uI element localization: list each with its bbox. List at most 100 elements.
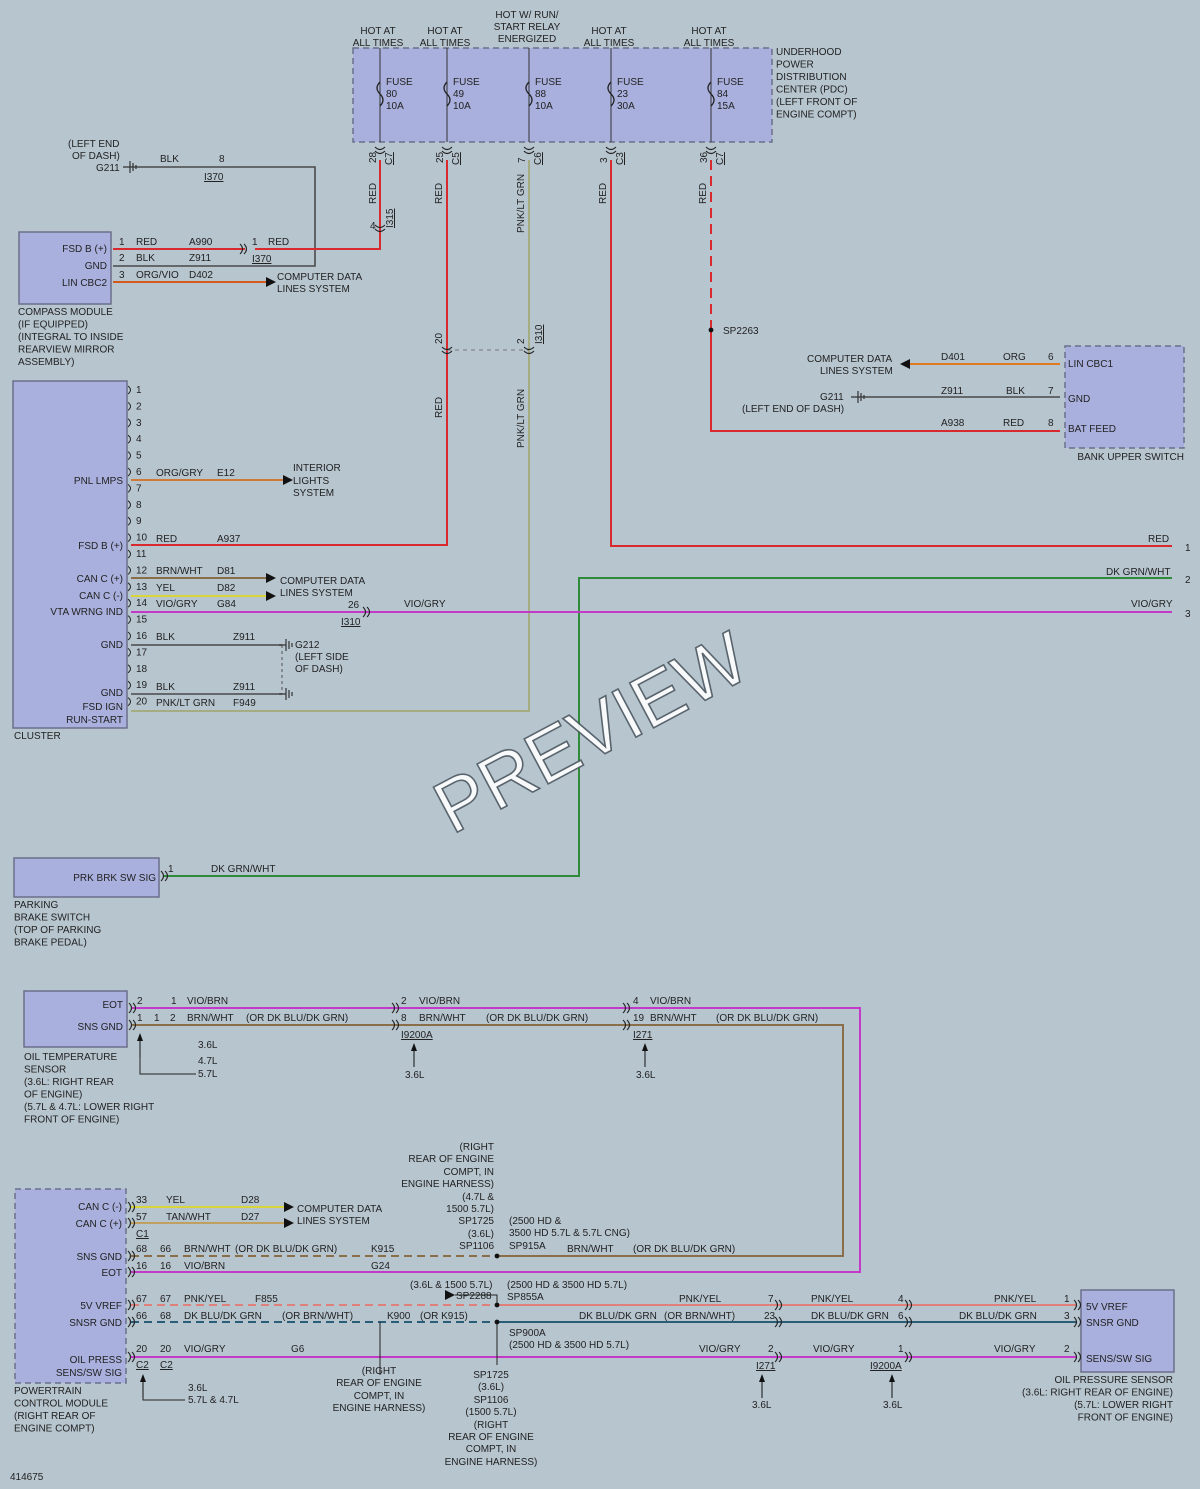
label-dbA23: 23 bbox=[764, 1311, 776, 1322]
label-sp36b: (2500 HD & 3500 HD 5.7L) bbox=[507, 1280, 627, 1291]
cluster-pin-number: 11 bbox=[136, 549, 147, 560]
label-dgE: DK GRN/WHT bbox=[1106, 567, 1170, 578]
oil-pressure-sensor-box bbox=[1080, 1289, 1175, 1373]
label-ot1a: 1 bbox=[171, 996, 177, 1007]
bank-upper-switch-box bbox=[1064, 345, 1185, 449]
label-sb4: (1500 5.7L) bbox=[465, 1407, 516, 1418]
connector-icon bbox=[127, 516, 131, 526]
label-p16b: 16 bbox=[160, 1261, 172, 1272]
wire-red bbox=[610, 160, 1172, 547]
label-cdls3b: LINES SYSTEM bbox=[280, 588, 353, 599]
oil-temp-label: SENSOR bbox=[24, 1065, 66, 1076]
label-dbAo: (OR BRN/WHT) bbox=[664, 1311, 735, 1322]
oil-press-label: OIL PRESSURE SENSOR bbox=[1054, 1375, 1173, 1386]
cluster-pin-name: CAN C (+) bbox=[77, 574, 123, 585]
connector-icon bbox=[127, 467, 131, 477]
label-sp855a: SP855A bbox=[507, 1292, 544, 1303]
connector-icon bbox=[523, 146, 535, 155]
arrow-icon bbox=[266, 591, 276, 601]
label-p16v: VIO/BRN bbox=[184, 1261, 225, 1272]
fuse-label: 10A bbox=[386, 101, 404, 112]
label-sp915o: (OR DK BLU/DK GRN) bbox=[633, 1244, 735, 1255]
compass-pin-name: FSD B (+) bbox=[62, 244, 107, 255]
label-p8: 8 bbox=[1048, 418, 1054, 429]
label-d28: D28 bbox=[241, 1195, 260, 1206]
fuse-icon bbox=[525, 81, 533, 107]
oil-temp-label: (3.6L: RIGHT REAR bbox=[24, 1077, 114, 1088]
oil-temp-sensor-box bbox=[23, 990, 128, 1048]
arrow-icon bbox=[642, 1043, 648, 1051]
wire-red bbox=[255, 160, 381, 250]
cluster-pin-name: VTA WRNG IND bbox=[50, 607, 123, 618]
connector-icon bbox=[127, 631, 131, 641]
fuse-label: 84 bbox=[717, 89, 729, 100]
cluster-pin-name: CAN C (-) bbox=[79, 591, 123, 602]
label-pnk7: PNK/LT GRN bbox=[516, 174, 527, 233]
label-sp12: SP915A bbox=[509, 1241, 546, 1252]
label-vgB: VIO/GRY bbox=[813, 1344, 855, 1355]
cluster-pin-number: 14 bbox=[136, 598, 148, 609]
oil-press-label: (5.7L: LOWER RIGHT bbox=[1074, 1400, 1173, 1411]
label-bw12: BRN/WHT bbox=[156, 566, 203, 577]
connector-icon bbox=[127, 664, 131, 674]
oil-press-label: FRONT OF ENGINE) bbox=[1078, 1413, 1173, 1424]
pcm-label: POWERTRAIN bbox=[14, 1386, 82, 1397]
label-sp11: 3500 HD 5.7L & 5.7L CNG) bbox=[509, 1228, 630, 1239]
label-e2: 2 bbox=[1185, 575, 1191, 586]
wire-pnk-lt-grn bbox=[131, 160, 530, 712]
connector-icon bbox=[160, 870, 169, 882]
label-dbB6: 6 bbox=[898, 1311, 904, 1322]
label-vg14: VIO/GRY bbox=[156, 599, 198, 610]
fuse-connector: C3 bbox=[615, 152, 626, 165]
label-otvb: VIO/BRN bbox=[187, 996, 228, 1007]
label-i315: I315 bbox=[385, 208, 396, 228]
cluster-pin-number: 7 bbox=[136, 483, 142, 494]
label-vgA: VIO/GRY bbox=[699, 1344, 741, 1355]
label-red8: RED bbox=[1003, 418, 1024, 429]
connector-icon bbox=[374, 146, 386, 155]
fuse-hot-label: START RELAY bbox=[494, 22, 561, 33]
label-c2b: BLK bbox=[136, 253, 155, 264]
connector-icon bbox=[127, 402, 131, 411]
label-y13: YEL bbox=[156, 583, 175, 594]
fuse-label: 80 bbox=[386, 89, 398, 100]
arrow-icon bbox=[284, 1218, 294, 1228]
label-z911c: Z911 bbox=[233, 632, 255, 643]
label-red36: RED bbox=[698, 183, 709, 204]
label-cdls4: COMPUTER DATA bbox=[297, 1204, 383, 1215]
label-p66a: 66 bbox=[136, 1311, 148, 1322]
fuse-icon bbox=[707, 81, 715, 107]
label-sp4: ENGINE HARNESS) bbox=[401, 1179, 494, 1190]
label-otor: (OR DK BLU/DK GRN) bbox=[246, 1013, 348, 1024]
bank-switch-label: BANK UPPER SWITCH bbox=[1077, 452, 1184, 463]
arrow-icon bbox=[284, 1202, 294, 1212]
label-blk8a: BLK bbox=[160, 154, 179, 165]
label-i9200b: I9200A bbox=[870, 1361, 902, 1372]
label-p66o: (OR BRN/WHT) bbox=[282, 1311, 353, 1322]
label-i370a: I370 bbox=[204, 172, 224, 183]
label-g211b: OF DASH) bbox=[72, 151, 120, 162]
cluster-pin-number: 6 bbox=[136, 467, 142, 478]
compass-label: COMPASS MODULE bbox=[18, 307, 113, 318]
cluster-pin-name: GND bbox=[101, 688, 123, 699]
bank-switch-pin-name: GND bbox=[1068, 394, 1090, 405]
label-pnk7b: PNK/LT GRN bbox=[516, 389, 527, 448]
oil-temp-label: OIL TEMPERATURE bbox=[24, 1052, 117, 1063]
label-p68o: (OR DK BLU/DK GRN) bbox=[235, 1244, 337, 1255]
label-p66: 66 bbox=[160, 1244, 172, 1255]
label-pb1: 1 bbox=[168, 864, 174, 875]
arrow-icon bbox=[889, 1374, 895, 1382]
cluster-pin-number: 15 bbox=[136, 615, 148, 626]
label-k19b: BRN/WHT bbox=[650, 1013, 697, 1024]
splice-icon bbox=[708, 327, 714, 333]
label-k19: 19 bbox=[633, 1013, 645, 1024]
oil-temp-label: OF ENGINE) bbox=[24, 1090, 82, 1101]
fuse-label: 10A bbox=[453, 101, 471, 112]
label-j8: 8 bbox=[401, 1013, 407, 1024]
label-c1r: RED bbox=[136, 237, 157, 248]
label-pg20: PNK/LT GRN bbox=[156, 698, 215, 709]
label-e12: E12 bbox=[217, 468, 235, 479]
pcm-pin-name: SNS GND bbox=[76, 1252, 122, 1263]
label-r10: RED bbox=[156, 534, 177, 545]
label-c1: 1 bbox=[119, 237, 125, 248]
